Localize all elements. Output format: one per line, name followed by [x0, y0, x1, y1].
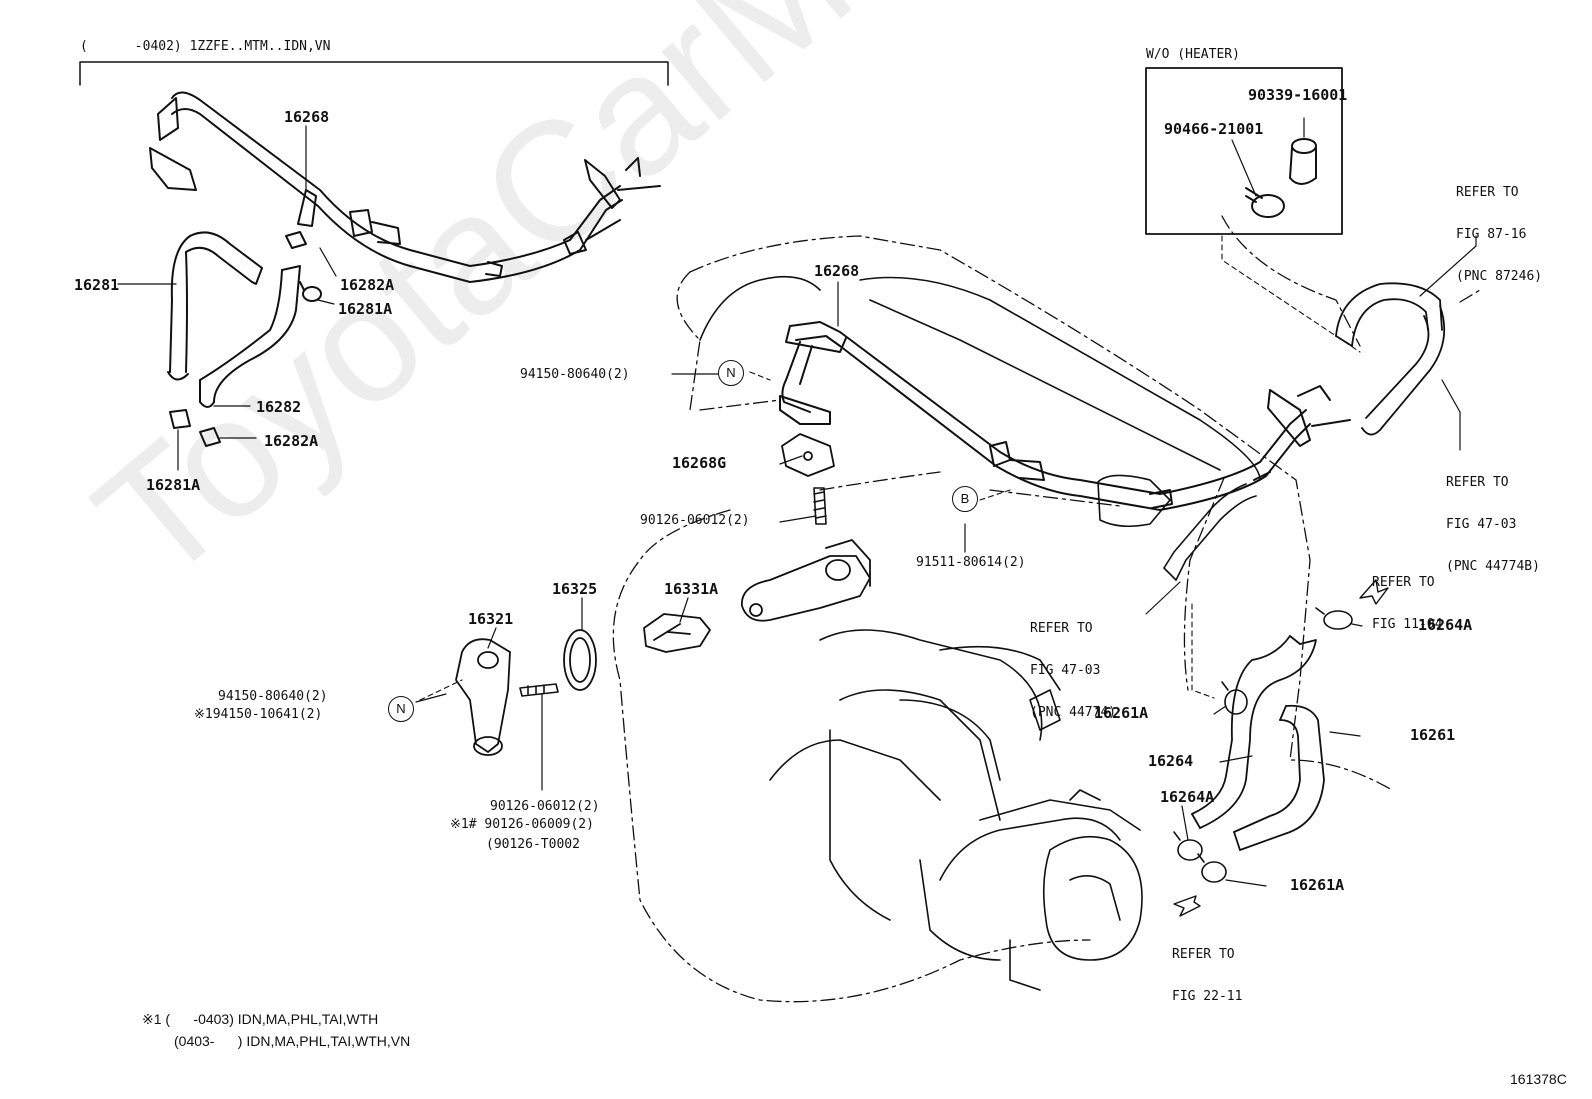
part-16268G[interactable]: 16268G [672, 454, 727, 472]
part-16325[interactable]: 16325 [552, 580, 598, 598]
part-16264A-lower[interactable]: 16264A [1160, 788, 1215, 806]
figure-id: 161378C [1510, 1071, 1567, 1087]
refer-line: FIG 87-16 [1456, 227, 1527, 242]
refer-line: REFER TO [1172, 947, 1235, 962]
refer-line: REFER TO [1372, 575, 1435, 590]
refer-line: FIG 22-11 [1172, 989, 1243, 1004]
refer-fig-47-03-lower[interactable]: REFER TO FIG 47-03 (PNC 44774) [1030, 594, 1116, 748]
refer-line: FIG 47-03 [1030, 663, 1101, 678]
gasket-16325-icon [563, 629, 597, 691]
part-194150-10641[interactable]: ※194150-10641(2) [194, 707, 323, 722]
part-16261[interactable]: 16261 [1410, 726, 1456, 744]
inset-box [1145, 67, 1343, 235]
marker-b: B [952, 486, 978, 512]
inset-clamp-icon [1245, 187, 1285, 218]
refer-fig-47-03-upper[interactable]: REFER TO FIG 47-03 (PNC 44774B) [1446, 448, 1540, 602]
part-16281[interactable]: 16281 [74, 276, 120, 294]
part-94150-80640-lower[interactable]: 94150-80640(2) [218, 689, 328, 704]
stud-upper-icon [813, 487, 827, 525]
footnote-line-1: ※1 ( -0403) IDN,MA,PHL,TAI,WTH [142, 1011, 379, 1027]
refer-line: (PNC 44774B) [1446, 559, 1540, 574]
clamp-16261A-mid-icon [1221, 681, 1248, 715]
thermostat-housing-icon [741, 539, 871, 622]
thermostat-16331A-icon [643, 613, 711, 653]
cap-icon [1289, 138, 1317, 185]
stud-lower-icon [519, 683, 559, 697]
clamp-16281A-top-icon [299, 281, 322, 302]
part-16261A-lower[interactable]: 16261A [1290, 876, 1345, 894]
part-16264A-right[interactable]: 16264A [1418, 616, 1473, 634]
applicability-label: ( -0402) 1ZZFE..MTM..IDN,VN [80, 39, 331, 54]
clamp-16264A-right-icon [1315, 607, 1353, 630]
part-94150-80640-upper[interactable]: 94150-80640(2) [520, 367, 630, 382]
refer-line: FIG 11-04 [1372, 617, 1443, 632]
part-90126-T0002[interactable]: (90126-T0002 [486, 837, 580, 852]
part-16268-top[interactable]: 16268 [284, 108, 330, 126]
refer-line: FIG 47-03 [1446, 517, 1517, 532]
part-16282A-bottom[interactable]: 16282A [264, 432, 319, 450]
hose-16264-icon [1191, 635, 1317, 829]
water-outlet-16268G-icon [781, 433, 835, 477]
clamp-16281A-bottom-icon [169, 409, 191, 429]
hose-16261-icon [1233, 704, 1325, 851]
refer-line: (PNC 44774) [1030, 705, 1117, 720]
part-16282[interactable]: 16282 [256, 398, 302, 416]
inset-title: W/O (HEATER) [1146, 47, 1240, 62]
clamp-16264A-lower-icon [1173, 831, 1203, 861]
part-90126-06012-lower[interactable]: 90126-06012(2) [490, 799, 600, 814]
part-90339-16001[interactable]: 90339-16001 [1248, 86, 1348, 104]
heater-hose-upper-icon [1335, 282, 1446, 436]
part-16281A-bottom[interactable]: 16281A [146, 476, 201, 494]
refer-fig-22-11[interactable]: REFER TO FIG 22-11 [1172, 920, 1242, 1032]
refer-fig-87-16[interactable]: REFER TO FIG 87-16 (PNC 87246) [1456, 158, 1542, 312]
part-16268-main[interactable]: 16268 [814, 262, 860, 280]
small-hose-icon [1163, 483, 1257, 581]
applicability-bracket [79, 61, 669, 86]
refer-line: REFER TO [1446, 475, 1509, 490]
marker-n-upper: N [718, 360, 744, 386]
clamp-16261A-lower-icon [1197, 853, 1227, 883]
marker-n-lower: N [388, 696, 414, 722]
part-16281A-top[interactable]: 16281A [338, 300, 393, 318]
part-90126-06012-upper[interactable]: 90126-06012(2) [640, 513, 750, 528]
hose-16281-icon [167, 231, 263, 381]
dust-cap-icon [1097, 474, 1171, 528]
clamp-16282A-bottom-icon [199, 427, 221, 447]
part-90126-06009[interactable]: ※1# 90126-06009(2) [450, 817, 594, 832]
refer-line: (PNC 87246) [1456, 269, 1543, 284]
refer-line: REFER TO [1456, 185, 1519, 200]
part-16264[interactable]: 16264 [1148, 752, 1194, 770]
hose-16282-icon [199, 265, 301, 408]
part-91511-80614[interactable]: 91511-80614(2) [916, 555, 1026, 570]
engine-block-icon [699, 275, 1261, 991]
part-16321[interactable]: 16321 [468, 610, 514, 628]
part-16261A-mid[interactable]: 16261A [1094, 704, 1149, 722]
water-inlet-16321-icon [455, 638, 511, 756]
arrow-fig-22-11-icon [1173, 895, 1201, 917]
part-90466-21001[interactable]: 90466-21001 [1164, 120, 1264, 138]
arrow-fig-11-04-icon [1359, 579, 1389, 605]
footnote-line-2: (0403- ) IDN,MA,PHL,TAI,WTH,VN [174, 1033, 411, 1049]
water-bypass-pipe-main-icon [779, 321, 1351, 511]
part-16331A[interactable]: 16331A [664, 580, 719, 598]
refer-fig-11-04[interactable]: REFER TO FIG 11-04 [1372, 548, 1442, 660]
refer-line: REFER TO [1030, 621, 1093, 636]
part-16282A-top[interactable]: 16282A [340, 276, 395, 294]
water-bypass-pipe-top-icon [149, 91, 661, 283]
clamp-16282A-top-icon [285, 231, 307, 249]
